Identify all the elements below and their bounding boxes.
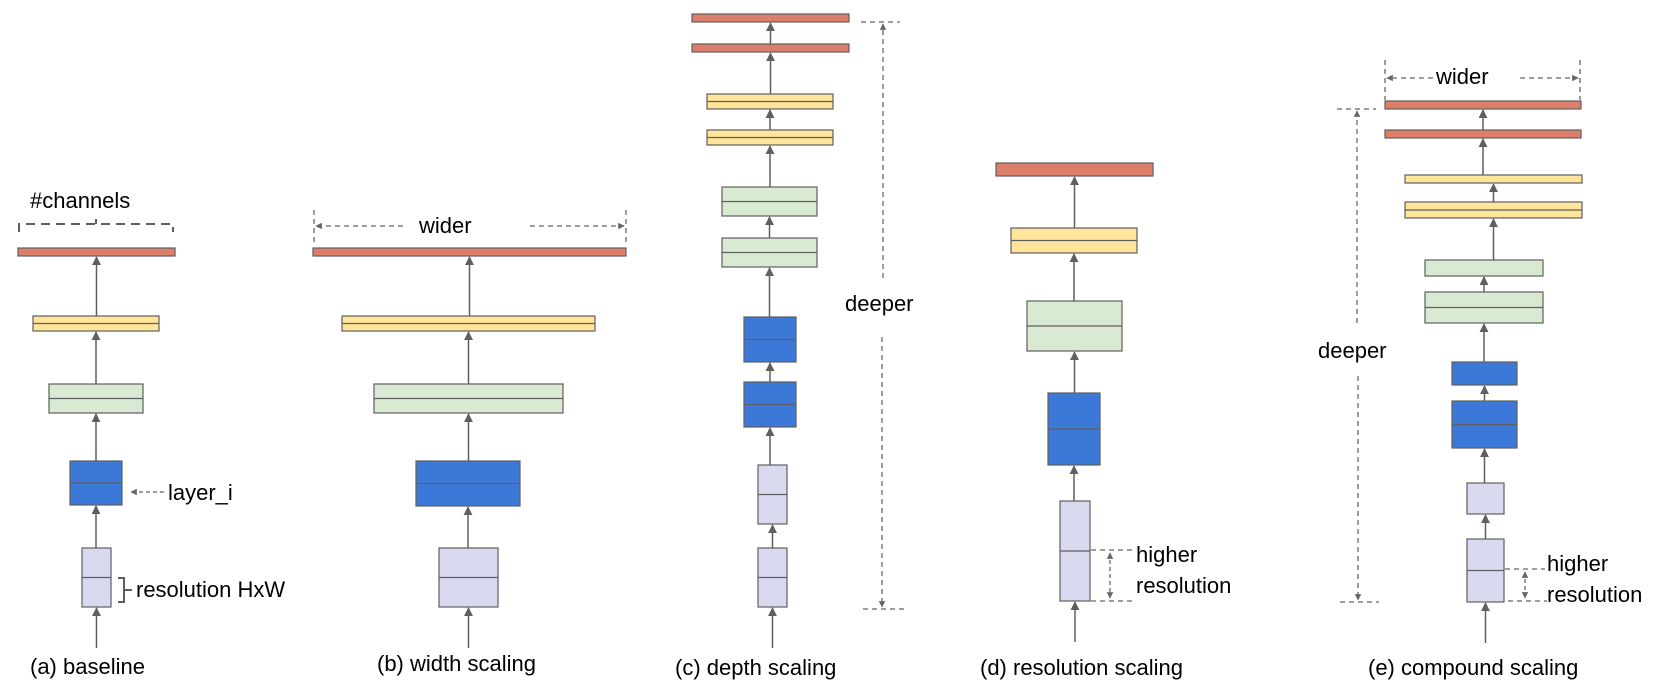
caption-compound-scaling: (e) compound scaling <box>1368 655 1578 680</box>
mid-layer-block <box>1424 259 1544 277</box>
stem-layer <box>1466 482 1505 515</box>
conv-layer <box>1451 361 1518 386</box>
stem-layer <box>1466 538 1505 603</box>
channels-bracket <box>18 223 174 232</box>
panel-width-scaling: wider (b) width scaling <box>312 210 627 676</box>
head-layer <box>995 162 1154 177</box>
deeper-label: deeper <box>845 291 914 316</box>
head-layer-block <box>17 247 176 257</box>
wider-label: wider <box>418 213 472 238</box>
conv-layer <box>69 460 123 506</box>
head-layer <box>312 247 627 257</box>
mid-layer <box>721 237 818 268</box>
late-layer <box>706 129 834 146</box>
mid-layer <box>1424 259 1544 277</box>
head-layer <box>1384 100 1582 110</box>
network-resolution-scaling <box>995 162 1154 642</box>
stem-layer <box>757 464 788 525</box>
conv-layer <box>743 316 797 363</box>
late-layer <box>1010 227 1138 254</box>
network-width-scaling <box>312 247 627 648</box>
network-baseline <box>17 247 176 648</box>
late-layer <box>341 315 596 332</box>
head-layer-block <box>1384 100 1582 110</box>
conv-layer <box>743 381 797 428</box>
caption-depth-scaling: (c) depth scaling <box>675 655 836 680</box>
late-layer-block <box>1404 174 1583 184</box>
conv-layer <box>1451 400 1518 449</box>
mid-layer <box>1424 291 1544 324</box>
wider-label: wider <box>1435 64 1489 89</box>
resolution-label: resolution HxW <box>136 577 285 602</box>
stem-layer-block <box>1466 482 1505 515</box>
panel-compound-scaling: wider deeper higher resolution (e) compo… <box>1318 60 1642 680</box>
channels-label: #channels <box>30 188 130 213</box>
stem-layer <box>81 547 112 608</box>
panel-resolution-scaling: higher resolution (d) resolution scaling <box>980 162 1231 680</box>
head-layer <box>691 43 850 53</box>
stem-layer <box>757 547 788 608</box>
head-layer <box>17 247 176 257</box>
higher-label: higher <box>1136 542 1197 567</box>
resolution-label: resolution <box>1136 573 1231 598</box>
caption-baseline: (a) baseline <box>30 654 145 679</box>
higher-label: higher <box>1547 551 1608 576</box>
head-layer-block <box>995 162 1154 177</box>
mid-layer <box>373 383 564 414</box>
late-layer <box>1404 201 1583 219</box>
caption-width-scaling: (b) width scaling <box>377 651 536 676</box>
mid-layer <box>1026 300 1123 352</box>
conv-layer <box>415 460 521 507</box>
caption-resolution-scaling: (d) resolution scaling <box>980 655 1183 680</box>
head-layer-block <box>691 43 850 53</box>
late-layer <box>706 93 834 110</box>
network-depth-scaling <box>691 13 850 648</box>
head-layer-block <box>691 13 850 23</box>
stem-layer <box>438 547 499 608</box>
network-compound-scaling <box>1384 100 1583 643</box>
resolution-label: resolution <box>1547 582 1642 607</box>
late-layer <box>32 315 160 332</box>
panel-depth-scaling: deeper (c) depth scaling <box>675 13 914 680</box>
head-layer <box>691 13 850 23</box>
head-layer <box>1384 129 1582 139</box>
panel-baseline: #channels layer_i resolution HxW (a) bas… <box>17 188 285 679</box>
layer-label: layer_i <box>168 480 233 505</box>
conv-layer-block <box>1451 361 1518 386</box>
stem-layer <box>1059 500 1091 602</box>
head-layer-block <box>312 247 627 257</box>
head-layer-block <box>1384 129 1582 139</box>
late-layer <box>1404 174 1583 184</box>
mid-layer <box>721 186 818 217</box>
deeper-label: deeper <box>1318 338 1387 363</box>
resolution-brace <box>118 577 132 603</box>
conv-layer <box>1047 392 1101 466</box>
mid-layer <box>48 383 144 414</box>
